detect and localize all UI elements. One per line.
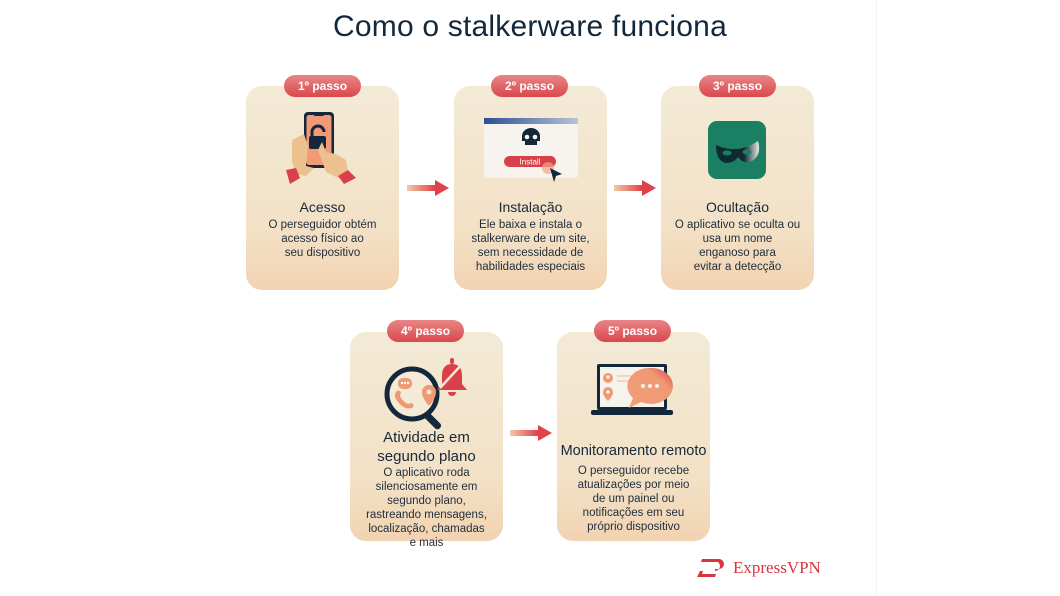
step-title: Acesso bbox=[299, 199, 346, 215]
expressvpn-logo: ExpressVPN bbox=[697, 558, 821, 578]
step-badge-3: 3º passo bbox=[699, 75, 776, 97]
step-title: Ocultação bbox=[705, 199, 770, 215]
step-badge-1: 1º passo bbox=[284, 75, 361, 97]
browser-install-skull-icon: Install bbox=[484, 118, 578, 182]
step-description: O perseguidor obtém acesso físico ao seu… bbox=[268, 219, 377, 259]
step-description: Ele baixa e instala o stalkerware de um … bbox=[471, 219, 590, 273]
step-card-2: Install Instalação Ele baixa e instala o… bbox=[454, 86, 607, 290]
step-badge-5: 5º passo bbox=[594, 320, 671, 342]
expressvpn-logo-icon bbox=[697, 559, 724, 577]
step-title: Atividade em segundo plano bbox=[350, 428, 503, 466]
page-title: Como o stalkerware funciona bbox=[333, 10, 727, 43]
arrow-right-icon bbox=[614, 180, 656, 196]
brand-name: ExpressVPN bbox=[733, 558, 821, 577]
laptop-chat-bubble-icon bbox=[591, 364, 673, 415]
page-edge-divider bbox=[876, 0, 877, 596]
step-badge-2: 2º passo bbox=[491, 75, 568, 97]
step-card-5: Monitoramento remoto O perseguidor receb… bbox=[557, 332, 710, 541]
step-badge-4: 4º passo bbox=[387, 320, 464, 342]
step-title: Instalação bbox=[498, 199, 563, 215]
arrow-right-icon bbox=[510, 425, 552, 441]
step-card-1: Acesso O perseguidor obtém acesso físico… bbox=[246, 86, 399, 290]
step-card-4: Atividade em segundo plano O aplicativo … bbox=[350, 332, 503, 549]
step-title-line-1: Atividade em bbox=[383, 429, 470, 446]
mask-app-icon bbox=[708, 121, 766, 179]
step-description: O aplicativo se oculta ou usa um nome en… bbox=[674, 219, 801, 273]
step-description: O perseguidor recebe atualizações por me… bbox=[577, 465, 690, 533]
step-title-line-2: segundo plano bbox=[377, 448, 476, 465]
arrow-right-icon bbox=[407, 180, 449, 196]
step-card-3: Ocultação O aplicativo se oculta ou usa … bbox=[661, 86, 814, 290]
magnifier-muted-bell-icon bbox=[384, 358, 467, 430]
step-title: Monitoramento remoto bbox=[560, 443, 707, 459]
install-button-label: Install bbox=[520, 158, 541, 167]
step-description: O aplicativo roda silenciosamente em seg… bbox=[366, 467, 487, 549]
hands-unlocking-phone-icon bbox=[286, 112, 356, 184]
